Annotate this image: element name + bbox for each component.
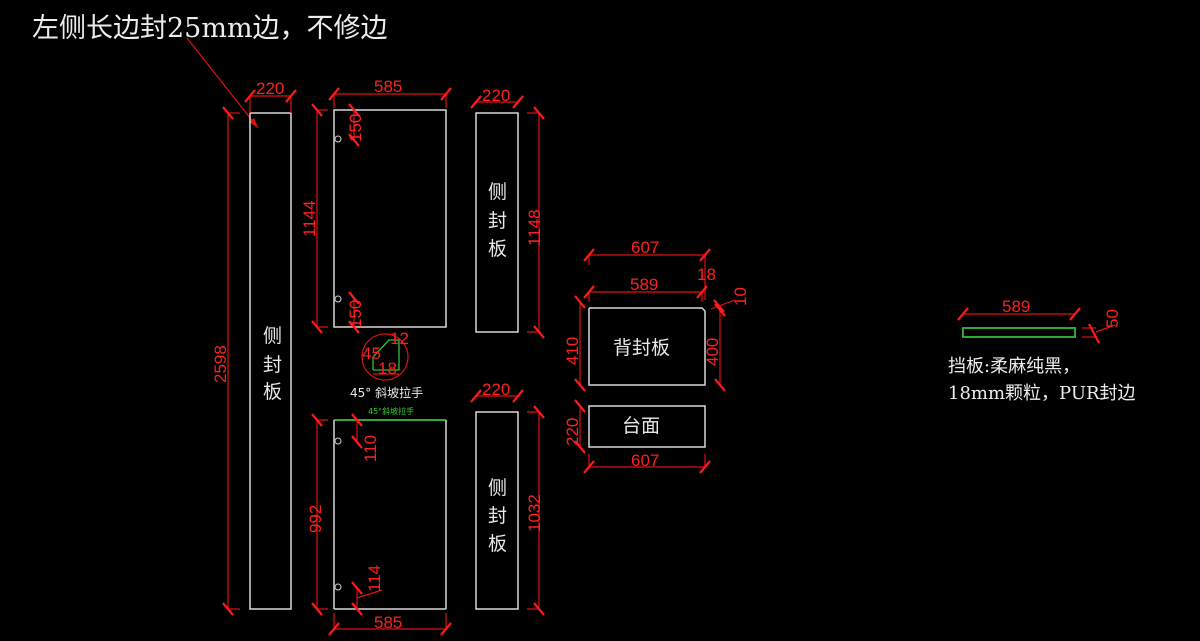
- countertop-panel: 台面 220 607: [563, 399, 711, 474]
- hinge-hole-icon: [334, 583, 342, 591]
- leader-line: [186, 37, 259, 129]
- lower-side-width: 220: [482, 380, 510, 399]
- lower-door-width: 585: [374, 613, 402, 632]
- handle-profile: [372, 339, 400, 371]
- handle-base: 18: [378, 359, 397, 378]
- lower-door-panel: 45°斜坡拉手 585 992 110 114: [306, 406, 452, 636]
- leader-arrow: [249, 118, 258, 128]
- detail-circle: [361, 333, 409, 381]
- back-left-height: 410: [563, 337, 582, 365]
- hinge-hole-icon: [334, 437, 342, 445]
- baffle-height: 50: [1103, 309, 1122, 328]
- lower-side-panel: 侧 封 板 220 1032: [470, 380, 545, 616]
- handle-detail: 18 12 45 45° 斜坡拉手: [350, 329, 423, 400]
- upper-door-width: 585: [374, 77, 402, 96]
- lower-side-label-2: 封: [488, 505, 507, 527]
- upper-side-width: 220: [482, 86, 510, 105]
- tall-side-panel: 侧 封 板 220 2598: [211, 79, 297, 616]
- lower-hinge-bottom: 114: [365, 565, 384, 592]
- upper-side-panel: 侧 封 板 220 1148: [470, 86, 545, 339]
- handle-angle: 45: [362, 344, 381, 363]
- tall-side-label-1: 侧: [263, 325, 282, 347]
- lower-side-label-1: 侧: [488, 477, 507, 499]
- lower-side-height: 1032: [525, 494, 544, 532]
- back-right-height: 400: [703, 338, 722, 366]
- back-panel: 背封板 607 589 18 10 410 400: [563, 238, 750, 392]
- lower-side-label-3: 板: [488, 533, 507, 555]
- lower-door-height: 992: [306, 505, 325, 533]
- hinge-hole-icon: [334, 135, 342, 143]
- countertop-height: 220: [563, 418, 582, 446]
- tall-side-label-3: 板: [263, 381, 282, 403]
- back-panel-label: 背封板: [613, 337, 670, 359]
- countertop-width: 607: [631, 451, 659, 470]
- upper-side-label-1: 侧: [488, 181, 507, 203]
- upper-hinge-bottom: 150: [346, 300, 365, 328]
- upper-side-label-3: 板: [488, 238, 507, 260]
- upper-side-height: 1148: [525, 209, 544, 246]
- upper-side-label-2: 封: [488, 210, 507, 232]
- upper-door-panel: 585 1144 150 150: [300, 77, 452, 334]
- back-notch: 18: [697, 265, 716, 284]
- lower-hinge-top: 110: [361, 435, 380, 462]
- upper-hinge-top: 150: [346, 114, 365, 142]
- tall-side-height: 2598: [211, 345, 230, 383]
- upper-door-height: 1144: [300, 200, 319, 237]
- back-notch-depth: 10: [731, 287, 750, 306]
- back-width: 589: [630, 275, 658, 294]
- lower-door-edge-label: 45°斜坡拉手: [368, 406, 414, 416]
- back-overall-width: 607: [631, 238, 659, 257]
- baffle-note-line2: 18mm颗粒，PUR封边: [948, 383, 1136, 404]
- tall-side-label-2: 封: [263, 354, 282, 376]
- baffle-note-line1: 挡板:柔麻纯黑，: [948, 356, 1080, 377]
- hinge-hole-icon: [334, 295, 342, 303]
- handle-label: 45° 斜坡拉手: [350, 385, 423, 400]
- handle-top: 12: [390, 329, 409, 348]
- title-note: 左侧长边封25mm边，不修边: [32, 13, 388, 44]
- baffle-panel: 589 50 挡板:柔麻纯黑， 18mm颗粒，PUR封边: [948, 297, 1136, 404]
- tall-side-width: 220: [256, 79, 284, 98]
- baffle-width: 589: [1002, 297, 1030, 316]
- countertop-label: 台面: [622, 415, 660, 437]
